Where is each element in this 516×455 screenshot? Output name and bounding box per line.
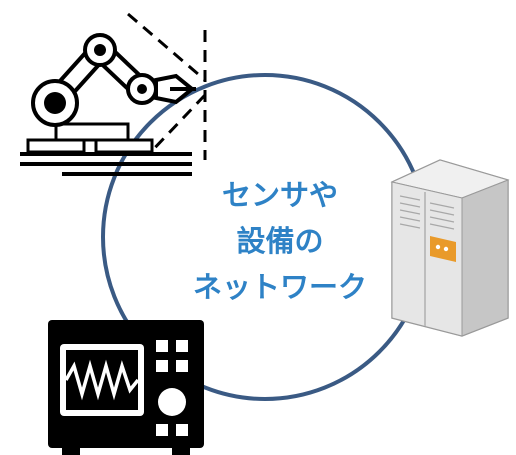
oscilloscope-icon [48, 320, 204, 455]
sensor-view-lines [127, 12, 207, 160]
network-label-line3: ネットワーク [192, 270, 367, 304]
network-label-line2: 設備の [236, 224, 324, 258]
server-icon [390, 159, 510, 337]
network-label-line1: センサや [221, 178, 338, 212]
robot-arm-icon [20, 12, 207, 176]
server-plate [430, 236, 456, 262]
